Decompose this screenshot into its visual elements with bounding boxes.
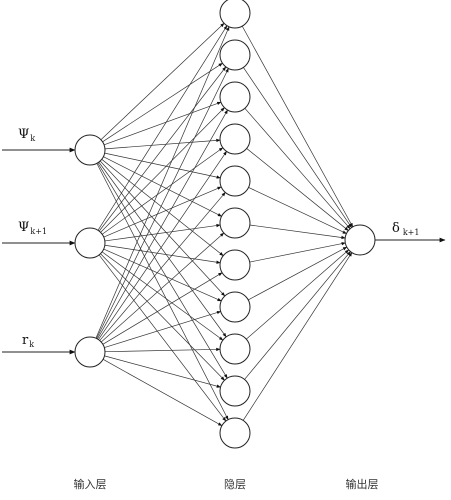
edge-input-2-hidden-10	[100, 253, 225, 381]
edge-hidden-1-output	[241, 25, 354, 228]
edge-input-2-hidden-1	[97, 25, 228, 231]
hidden-node-5	[219, 165, 251, 197]
edge-input-2-hidden-2	[98, 66, 227, 232]
edge-input-2-hidden-11	[98, 254, 227, 422]
hidden-node-11	[219, 417, 251, 449]
edge-input-2-hidden-7	[104, 244, 221, 264]
hidden-node-1	[219, 0, 251, 29]
hidden-layer-label: 隐层	[224, 478, 246, 491]
output-layer-label: 输出层	[346, 477, 379, 491]
edge-input-3-hidden-4	[98, 151, 227, 340]
edge-input-1-hidden-7	[101, 159, 224, 256]
edge-input-3-hidden-9	[104, 347, 221, 353]
edge-input-1-hidden-9	[98, 161, 227, 338]
hidden-node-2	[219, 39, 251, 71]
edge-input-1-hidden-10	[97, 162, 228, 379]
edge-hidden-7-output	[249, 242, 346, 263]
input-node-2	[74, 227, 106, 259]
edge-input-2-hidden-4	[101, 147, 224, 235]
input-label-psi-k: Ψk	[18, 127, 35, 143]
edge-input-1-hidden-8	[99, 160, 226, 297]
edge-hidden-8-output	[248, 246, 348, 301]
edge-input-3-hidden-11	[102, 359, 223, 426]
edge-hidden-11-output	[242, 252, 353, 421]
edge-hidden-10-output	[244, 251, 351, 380]
edge-input-1-hidden-5	[104, 152, 221, 179]
edge-input-3-hidden-2	[96, 68, 229, 339]
edge-input-3-hidden-8	[104, 310, 222, 348]
input-label-psi-k1: Ψk+1	[18, 220, 47, 236]
edge-input-3-hidden-5	[99, 192, 226, 341]
input-layer-label: 输入层	[74, 477, 107, 491]
io-arrows-layer	[2, 147, 446, 355]
edge-input-2-hidden-5	[103, 186, 222, 238]
edge-input-3-hidden-6	[100, 232, 225, 343]
edge-input-2-hidden-9	[101, 251, 224, 341]
edge-input-1-hidden-3	[103, 101, 222, 146]
edge-input-2-hidden-3	[100, 107, 225, 233]
hidden-node-9	[219, 333, 251, 365]
edge-input-1-hidden-6	[103, 156, 222, 217]
edge-hidden-3-output	[244, 108, 351, 230]
edge-hidden-9-output	[246, 249, 350, 340]
edge-input-3-hidden-7	[102, 272, 223, 345]
hidden-node-4	[219, 123, 251, 155]
edge-input-1-hidden-1	[100, 23, 225, 140]
edge-input-2-hidden-8	[103, 248, 222, 302]
hidden-node-10	[219, 375, 251, 407]
edge-hidden-5-output	[248, 187, 347, 234]
edge-input-3-hidden-1	[95, 26, 230, 339]
hidden-node-7	[219, 249, 251, 281]
nodes-layer	[74, 0, 376, 449]
connections-layer	[95, 23, 354, 426]
input-node-1	[74, 134, 106, 166]
hidden-node-3	[219, 81, 251, 113]
edge-hidden-2-output	[243, 67, 352, 228]
input-label-r-k: rk	[22, 333, 34, 349]
input-node-3	[74, 336, 106, 368]
edge-input-1-hidden-11	[96, 163, 229, 421]
hidden-node-6	[219, 207, 251, 239]
edge-hidden-6-output	[249, 224, 346, 240]
edge-input-2-hidden-6	[104, 223, 221, 242]
edge-input-1-hidden-4	[104, 138, 221, 150]
output-node	[344, 224, 376, 256]
hidden-node-8	[219, 291, 251, 323]
edge-hidden-4-output	[246, 148, 349, 231]
edge-input-1-hidden-2	[102, 62, 223, 143]
edge-input-3-hidden-10	[104, 355, 221, 388]
edge-input-3-hidden-3	[97, 109, 228, 340]
